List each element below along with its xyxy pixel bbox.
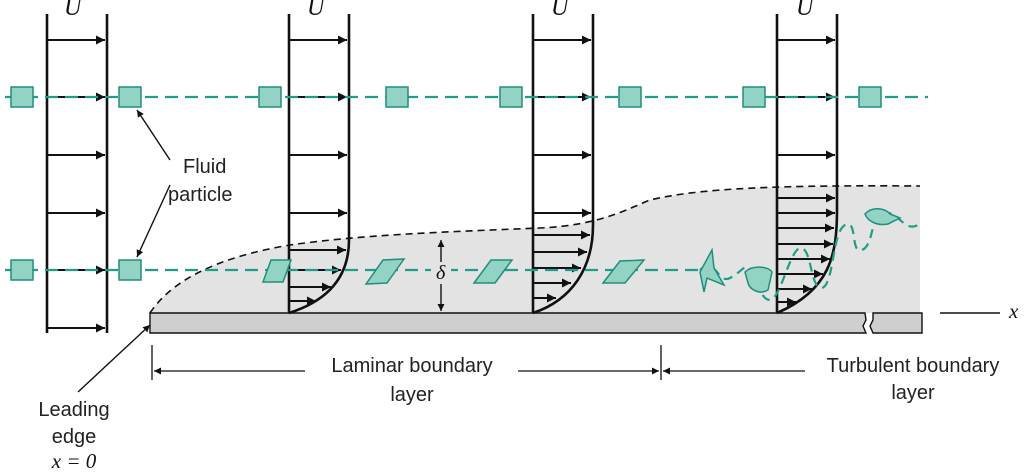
lower-fluid-particles — [10, 208, 902, 293]
velocity-profile-uniform — [45, 14, 109, 333]
delta-label-bg — [431, 262, 451, 284]
fluid-particle-pointer-upper — [136, 109, 171, 161]
fluid-particle-label-line2: particle — [168, 184, 232, 206]
laminar-label-line1: Laminar boundary — [331, 355, 492, 377]
velocity-label-1: U — [64, 0, 83, 21]
delta-label: δ — [436, 262, 446, 284]
boundary-layer-edge — [149, 185, 921, 314]
turbulent-streamline — [699, 210, 919, 302]
flat-plate-end — [869, 312, 923, 334]
velocity-profile-turbulent — [775, 14, 839, 315]
velocity-profile-laminar-2 — [531, 14, 595, 315]
x-axis-label: x — [1008, 299, 1019, 323]
laminar-dimension — [151, 345, 662, 380]
flat-plate — [149, 312, 868, 334]
velocity-profile-laminar-1 — [287, 14, 351, 315]
leading-edge-label-line1: Leading — [38, 399, 109, 421]
leading-edge-pointer — [77, 324, 151, 393]
velocity-label-2: U — [307, 0, 326, 21]
turbulent-label-line2: layer — [891, 382, 935, 404]
fluid-particle-label-line1: Fluid — [183, 156, 226, 178]
velocity-label-3: U — [551, 0, 570, 21]
boundary-layer-region — [150, 185, 920, 313]
turbulent-label-line1: Turbulent boundary — [827, 355, 1000, 377]
leading-edge-label-line3: x = 0 — [51, 449, 97, 472]
laminar-label-line2: layer — [390, 384, 434, 406]
fluid-particle-pointer-lower — [136, 184, 171, 258]
leading-edge-label-line2: edge — [52, 426, 97, 448]
upper-fluid-particles — [10, 86, 882, 108]
velocity-label-4: U — [796, 0, 815, 21]
